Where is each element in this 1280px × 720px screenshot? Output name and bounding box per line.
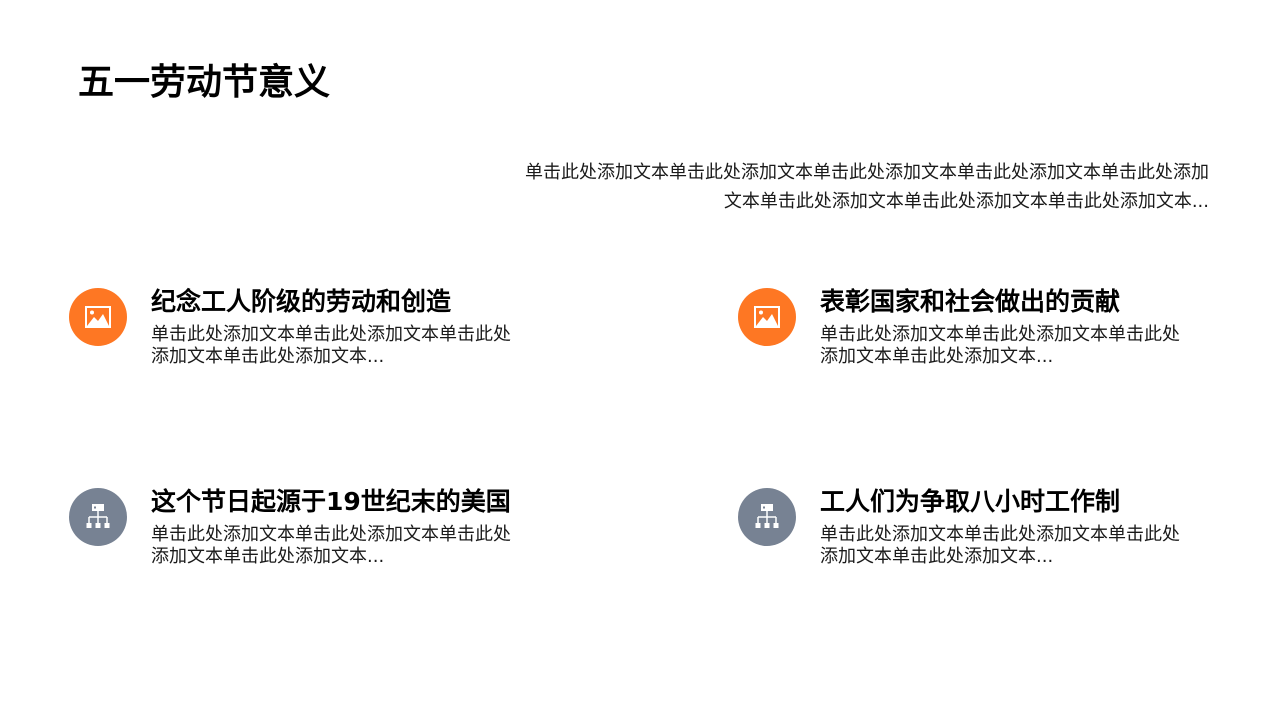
point-item-eight-hours: 工人们为争取八小时工作制 单击此处添加文本单击此处添加文本单击此处添加文本单击此… bbox=[738, 487, 1218, 588]
point-heading[interactable]: 这个节日起源于19世纪末的美国 bbox=[151, 487, 511, 516]
image-icon-badge[interactable] bbox=[69, 288, 127, 346]
point-heading[interactable]: 工人们为争取八小时工作制 bbox=[820, 487, 1121, 516]
intro-text-box[interactable]: 单击此处添加文本单击此处添加文本单击此处添加文本单击此处添加文本单击此处添加文本… bbox=[525, 162, 1209, 212]
point-text[interactable]: 单击此处添加文本单击此处添加文本单击此处添加文本单击此处添加文本... bbox=[820, 324, 1180, 367]
image-icon bbox=[754, 306, 780, 328]
point-item-recognize: 表彰国家和社会做出的贡献 单击此处添加文本单击此处添加文本单击此处添加文本单击此… bbox=[738, 287, 1218, 388]
hierarchy-icon-badge[interactable] bbox=[738, 488, 796, 546]
image-icon bbox=[85, 306, 111, 328]
point-item-commemorate: 纪念工人阶级的劳动和创造 单击此处添加文本单击此处添加文本单击此处添加文本单击此… bbox=[69, 287, 549, 388]
point-text[interactable]: 单击此处添加文本单击此处添加文本单击此处添加文本单击此处添加文本... bbox=[820, 524, 1180, 567]
page-title[interactable]: 五一劳动节意义 bbox=[78, 62, 331, 103]
point-item-origin: 这个节日起源于19世纪末的美国 单击此处添加文本单击此处添加文本单击此处添加文本… bbox=[69, 487, 549, 588]
point-heading[interactable]: 纪念工人阶级的劳动和创造 bbox=[151, 287, 452, 316]
image-icon-badge[interactable] bbox=[738, 288, 796, 346]
hierarchy-icon bbox=[86, 504, 110, 528]
point-text[interactable]: 单击此处添加文本单击此处添加文本单击此处添加文本单击此处添加文本... bbox=[151, 324, 511, 367]
hierarchy-icon-badge[interactable] bbox=[69, 488, 127, 546]
point-text[interactable]: 单击此处添加文本单击此处添加文本单击此处添加文本单击此处添加文本... bbox=[151, 524, 511, 567]
hierarchy-icon bbox=[755, 504, 779, 528]
point-heading[interactable]: 表彰国家和社会做出的贡献 bbox=[820, 287, 1121, 316]
